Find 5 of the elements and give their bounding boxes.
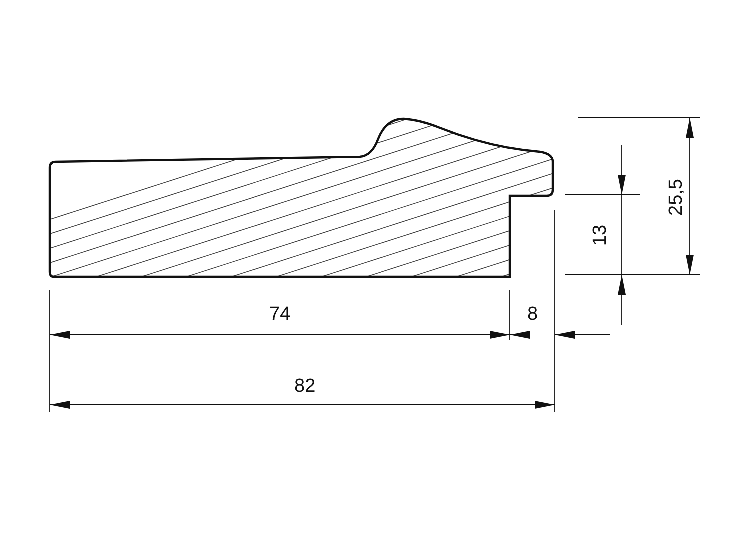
dimension-label: 13	[590, 224, 610, 246]
dimension-label: 74	[270, 304, 291, 324]
dimension-label: 25,5	[666, 178, 686, 216]
dimension-label: 8	[528, 304, 538, 324]
dimension-label: 82	[294, 376, 316, 396]
